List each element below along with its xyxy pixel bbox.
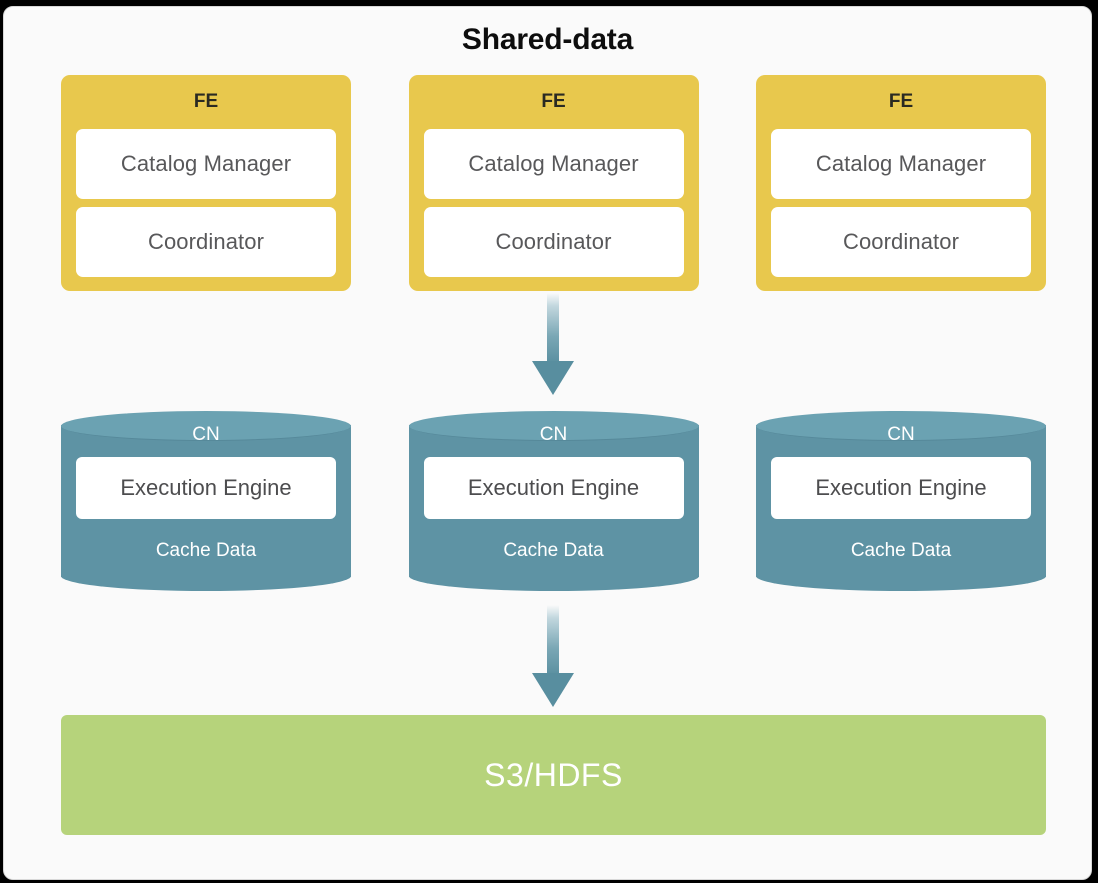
down-arrow-icon xyxy=(532,293,574,395)
page-title: Shared-data xyxy=(461,23,634,56)
fe-tier: FE Catalog Manager Coordinator FE Catalo… xyxy=(61,75,1046,291)
cn-node-3-title: CN xyxy=(887,424,915,445)
diagram-card: Shared-data FE Catalog Manager Coordinat… xyxy=(3,6,1092,880)
cn-node-1-title: CN xyxy=(192,424,220,445)
fe-node-1-catalog-manager[interactable]: Catalog Manager xyxy=(76,129,336,199)
storage-layer[interactable]: S3/HDFS xyxy=(61,715,1046,835)
cn-node-2-execution-engine[interactable]: Execution Engine xyxy=(423,457,684,519)
cn-node-1-cylinder-top xyxy=(61,411,351,441)
fe-node-2-catalog-manager[interactable]: Catalog Manager xyxy=(423,129,684,199)
cn-node-1-content: CN Execution Engine Cache Data xyxy=(61,411,351,591)
cn-node-3[interactable]: CN Execution Engine Cache Data xyxy=(756,411,1046,591)
cn-node-3-content: CN Execution Engine Cache Data xyxy=(756,411,1046,591)
fe-node-3-coordinator[interactable]: Coordinator xyxy=(771,207,1031,277)
fe-node-2[interactable]: FE Catalog Manager Coordinator xyxy=(408,75,699,291)
cn-node-1[interactable]: CN Execution Engine Cache Data xyxy=(61,411,351,591)
cn-node-1-cache-data: Cache Data xyxy=(155,540,257,561)
cn-node-3-execution-engine[interactable]: Execution Engine xyxy=(771,457,1031,519)
cn-tier: CN Execution Engine Cache Data CN Execut… xyxy=(61,411,1046,591)
cn-node-2-cache-data: Cache Data xyxy=(503,540,604,561)
fe-node-3-catalog-manager[interactable]: Catalog Manager xyxy=(771,129,1031,199)
fe-node-1[interactable]: FE Catalog Manager Coordinator xyxy=(61,75,351,291)
fe-node-1-title: FE xyxy=(193,91,219,112)
cn-node-2-content: CN Execution Engine Cache Data xyxy=(409,411,699,591)
cn-node-2[interactable]: CN Execution Engine Cache Data xyxy=(408,411,699,591)
cn-node-1-execution-engine[interactable]: Execution Engine xyxy=(76,457,336,519)
fe-node-3[interactable]: FE Catalog Manager Coordinator xyxy=(756,75,1046,291)
fe-node-2-title: FE xyxy=(541,91,566,112)
fe-node-3-title: FE xyxy=(888,91,914,112)
cn-node-2-cylinder-top xyxy=(408,411,699,441)
cn-node-3-cylinder-top xyxy=(756,411,1046,441)
cn-to-storage-arrow xyxy=(526,605,580,709)
fe-node-2-coordinator[interactable]: Coordinator xyxy=(423,207,684,277)
down-arrow-icon xyxy=(532,605,574,707)
cn-node-2-title: CN xyxy=(539,424,568,445)
fe-node-1-coordinator[interactable]: Coordinator xyxy=(76,207,336,277)
cn-node-3-cache-data: Cache Data xyxy=(850,540,952,561)
fe-to-cn-arrow xyxy=(526,293,580,397)
